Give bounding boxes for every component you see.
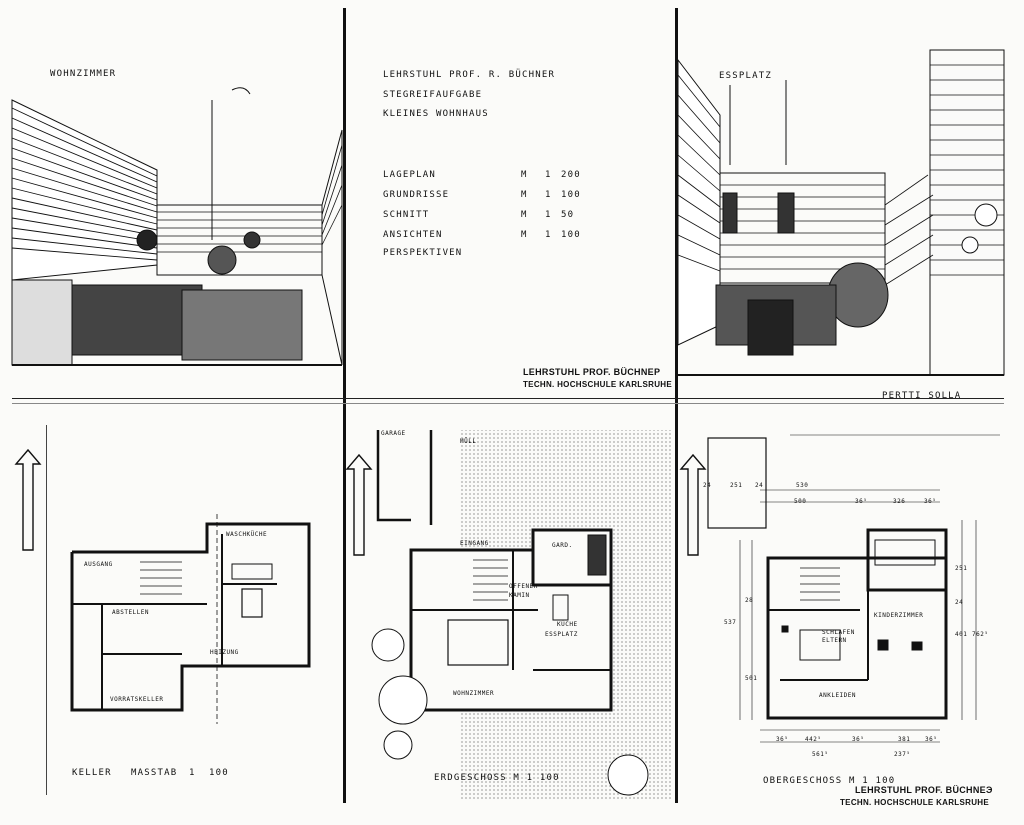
drawing-scale: 200 bbox=[561, 170, 581, 180]
og-dim: 237⁵ bbox=[894, 751, 911, 758]
persp-right-title: ESSPLATZ bbox=[719, 71, 772, 81]
eg-room-label: MÜLL bbox=[460, 438, 477, 445]
og-stamp-line-2: TECHN. HOCHSCHULE KARLSRUHE bbox=[840, 798, 989, 807]
stamp-line-2: TECHN. HOCHSCHULE KARLSRUHE bbox=[523, 380, 672, 389]
persp-left-title: WOHNZIMMER bbox=[50, 69, 117, 79]
header-line-3: KLEINES WOHNHAUS bbox=[383, 109, 489, 119]
og-dim: 36⁵ bbox=[855, 498, 868, 505]
author-name: PERTTI SOLLA bbox=[882, 391, 962, 401]
og-dim: 28 bbox=[745, 597, 754, 604]
og-dim: 762⁵ bbox=[972, 631, 989, 638]
obergeschoss-plan bbox=[707, 434, 1000, 743]
og-dim: 381 bbox=[898, 736, 911, 743]
drawing-one: 1 bbox=[545, 170, 552, 180]
stamp-line-1: LEHRSTUHL PROF. BÜCHNEP bbox=[523, 367, 661, 377]
og-room-label: SCHLAFEN ELTERN bbox=[822, 629, 855, 644]
og-dim: 401 bbox=[955, 631, 968, 638]
og-dim: 326 bbox=[893, 498, 906, 505]
eg-room-label: KÜCHE bbox=[557, 621, 578, 628]
og-room-label: KINDERZIMMER bbox=[874, 612, 924, 619]
eg-caption: ERDGESCHOSS M 1 100 bbox=[434, 773, 560, 783]
eg-room-label: OFFENER KAMIN bbox=[509, 583, 538, 599]
keller-scale-one: 1 bbox=[189, 768, 196, 778]
drawing-name: ANSICHTEN bbox=[383, 230, 443, 240]
persp-left-drawing bbox=[11, 87, 343, 366]
eg-room-label: GARAGE bbox=[381, 430, 406, 437]
drawing-one: 1 bbox=[545, 230, 552, 240]
keller-room-label: ABSTELLEN bbox=[112, 609, 150, 616]
eg-room-label: EINGANG bbox=[460, 540, 489, 547]
drawing-m: M bbox=[521, 190, 528, 200]
keller-caption: KELLER bbox=[72, 768, 112, 778]
drawing-m: M bbox=[521, 210, 528, 220]
og-dim: 24 bbox=[955, 599, 964, 606]
keller-room-label: WASCHKÜCHE bbox=[226, 531, 268, 538]
og-caption: OBERGESCHOSS M 1 100 bbox=[763, 776, 896, 786]
drawing-scale: 50 bbox=[561, 210, 575, 220]
keller-room-label: HEIZUNG bbox=[210, 649, 239, 656]
header-line-2: STEGREIFAUFGABE bbox=[383, 90, 483, 100]
og-dim: 501 bbox=[745, 675, 758, 682]
eg-room-label: GARD. bbox=[552, 542, 573, 549]
og-dim: 530 bbox=[796, 482, 809, 489]
og-dim: 36⁵ bbox=[925, 736, 938, 743]
drawing-one: 1 bbox=[545, 190, 552, 200]
og-dim: 36⁵ bbox=[924, 498, 937, 505]
drawing-scale: 100 bbox=[561, 230, 581, 240]
header-line-1: LEHRSTUHL PROF. R. BÜCHNER bbox=[383, 70, 556, 80]
drawing-list-row: ANSICHTEN M 1 100 bbox=[383, 230, 593, 242]
divider-left bbox=[343, 8, 346, 803]
og-stamp-line-1: LEHRSTUHL PROF. BÜCHNEЭ bbox=[855, 785, 993, 795]
og-dim: 36⁵ bbox=[776, 736, 789, 743]
og-dim: 537 bbox=[724, 619, 737, 626]
north-arrow bbox=[345, 453, 373, 556]
og-dim: 561⁵ bbox=[812, 751, 829, 758]
persp-right-drawing bbox=[677, 49, 1005, 376]
divider-middle-2 bbox=[12, 403, 1004, 404]
drawing-name: SCHNITT bbox=[383, 210, 430, 220]
og-dim: 500 bbox=[794, 498, 807, 505]
drawing-m: M bbox=[521, 170, 528, 180]
drawing-name: GRUNDRISSE bbox=[383, 190, 450, 200]
keller-scale-word: MASSTAB bbox=[131, 768, 178, 778]
north-arrow bbox=[679, 453, 707, 556]
divider-right bbox=[675, 8, 678, 803]
drawing-name: LAGEPLAN bbox=[383, 170, 436, 180]
keller-plan bbox=[70, 514, 311, 724]
og-room-label: ANKLEIDEN bbox=[819, 692, 857, 699]
drawing-name: PERSPEKTIVEN bbox=[383, 248, 463, 258]
keller-scale-value: 100 bbox=[209, 768, 229, 778]
divider-middle bbox=[12, 398, 1004, 399]
eg-room-label: WOHNZIMMER bbox=[453, 690, 495, 697]
keller-room-label: VORRATSKELLER bbox=[110, 696, 164, 703]
drawing-list-row: LAGEPLAN M 1 200 bbox=[383, 170, 593, 182]
north-arrow bbox=[14, 448, 42, 551]
og-dim: 36⁵ bbox=[852, 736, 865, 743]
drawing-list-row: SCHNITT M 1 50 bbox=[383, 210, 593, 222]
og-dim: 24 bbox=[755, 482, 764, 489]
og-dim: 251 bbox=[955, 565, 968, 572]
og-dim: 251 bbox=[730, 482, 743, 489]
erdgeschoss-plan bbox=[371, 430, 671, 800]
drawing-one: 1 bbox=[545, 210, 552, 220]
eg-room-label: ESSPLATZ bbox=[545, 631, 578, 638]
drawing-list-row: GRUNDRISSE M 1 100 bbox=[383, 190, 593, 202]
drawing-m: M bbox=[521, 230, 528, 240]
keller-room-label: AUSGANG bbox=[84, 561, 113, 568]
og-dim: 24 bbox=[703, 482, 712, 489]
drawing-list-row: PERSPEKTIVEN bbox=[383, 248, 593, 260]
keller-left-border bbox=[46, 425, 47, 795]
og-dim: 442⁵ bbox=[805, 736, 822, 743]
drawing-scale: 100 bbox=[561, 190, 581, 200]
